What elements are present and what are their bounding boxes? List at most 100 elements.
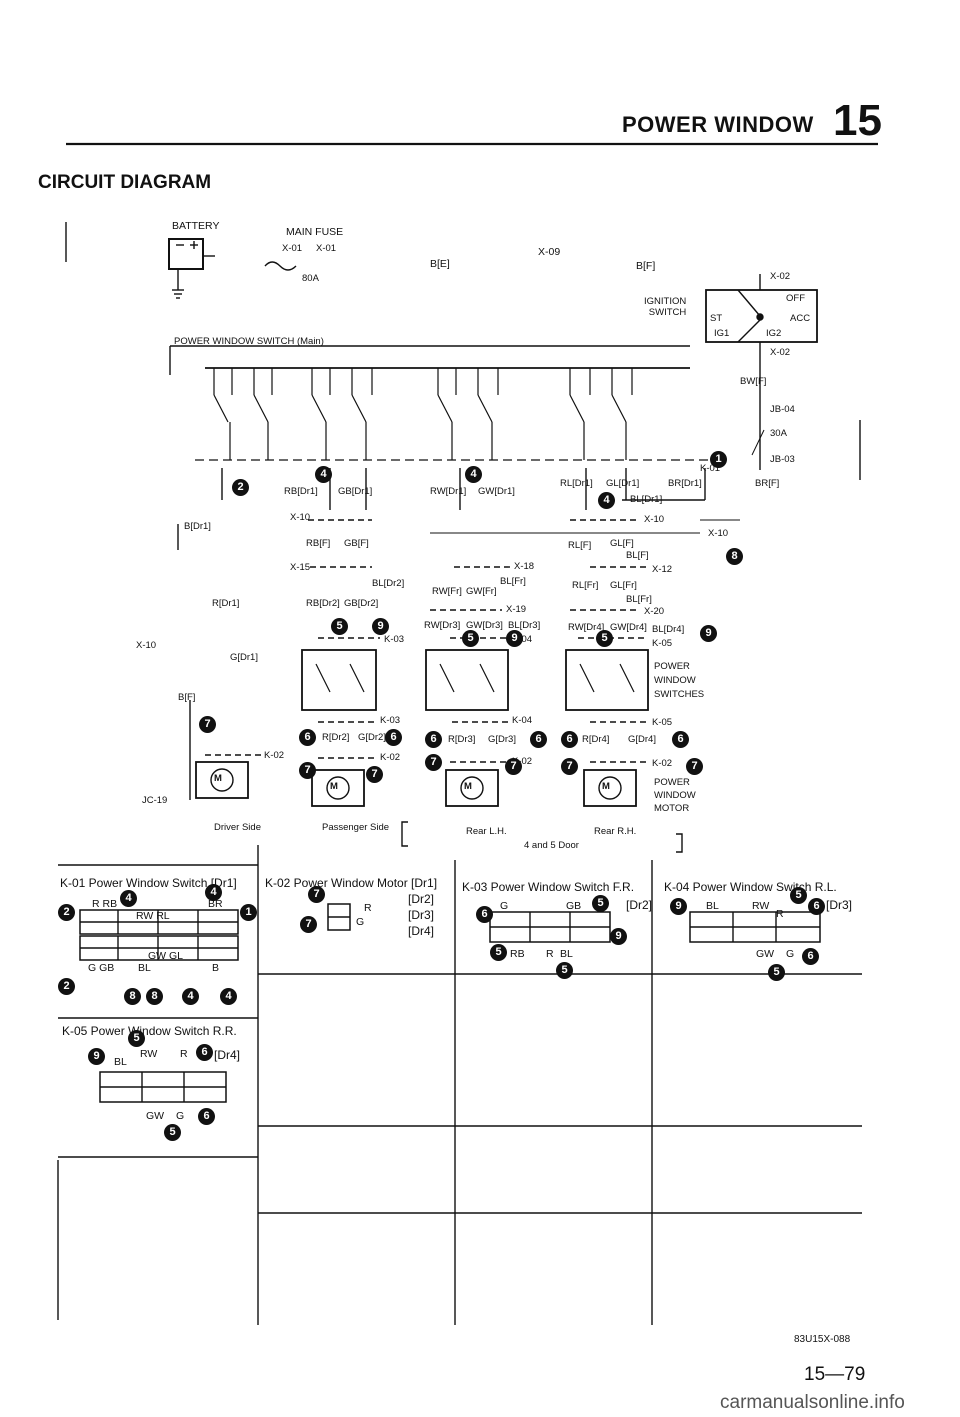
k02-dr4: [Dr4] bbox=[408, 924, 435, 938]
pw-switches-label: POWER WINDOW SWITCHES bbox=[654, 661, 705, 700]
k01-title: K-01 Power Window Switch [Dr1] bbox=[60, 876, 237, 890]
four-five-door-label: 4 and 5 Door bbox=[524, 840, 579, 851]
k03-pin-rb: RB bbox=[510, 948, 525, 960]
wire-gl-dr1-label: GL[Dr1] bbox=[606, 478, 640, 489]
k01-pins-bot: G GB bbox=[88, 962, 115, 974]
k01-pin-b: B bbox=[212, 962, 220, 974]
circle-marker: 5 bbox=[164, 1124, 181, 1141]
motor-m-passenger: M bbox=[330, 781, 338, 792]
circle-marker: 7 bbox=[308, 886, 325, 903]
circle-marker: 6 bbox=[299, 729, 316, 746]
wire-r-dr3-label: R[Dr3] bbox=[448, 734, 476, 745]
k02-title: K-02 Power Window Motor [Dr1] bbox=[265, 876, 438, 890]
k02-label-b: K-02 bbox=[380, 752, 401, 763]
figure-code: 83U15X-088 bbox=[794, 1334, 851, 1345]
circle-marker: 6 bbox=[198, 1108, 215, 1125]
k03-label: K-03 bbox=[380, 715, 401, 726]
circle-marker: 7 bbox=[199, 716, 216, 733]
k02-dr2: [Dr2] bbox=[408, 892, 435, 906]
k05-top-label: K-05 bbox=[652, 638, 673, 649]
circle-marker: 7 bbox=[300, 916, 317, 933]
k05-pin-g: G bbox=[176, 1110, 185, 1122]
wire-rb-dr2-label: RB[Dr2] bbox=[306, 598, 340, 609]
passenger-side-label: Passenger Side bbox=[322, 822, 390, 833]
k03-pin-g: G bbox=[500, 900, 509, 912]
k02-label-c: K-02 bbox=[512, 756, 533, 767]
wire-bl-f-label: BL[F] bbox=[626, 550, 649, 561]
k02-label-d: K-02 bbox=[652, 758, 673, 769]
wire-bw-f-label: BW[F] bbox=[740, 376, 767, 387]
k01-pins-top: R RB bbox=[92, 898, 118, 910]
k02-pin-g: G bbox=[356, 916, 365, 928]
k02-label-a: K-02 bbox=[264, 750, 285, 761]
circle-marker: 4 bbox=[120, 890, 137, 907]
circle-marker: 4 bbox=[220, 988, 237, 1005]
circle-marker: 9 bbox=[670, 898, 687, 915]
k02-dr3: [Dr3] bbox=[408, 908, 435, 922]
wire-rl-dr1-label: RL[Dr1] bbox=[560, 478, 593, 489]
circle-marker: 2 bbox=[58, 904, 75, 921]
circle-marker: 6 bbox=[561, 731, 578, 748]
circle-marker: 6 bbox=[196, 1044, 213, 1061]
header-title: POWER WINDOW bbox=[622, 112, 814, 137]
wire-gw-dr4-label: GW[Dr4] bbox=[610, 622, 647, 633]
circle-marker: 5 bbox=[128, 1030, 145, 1047]
wire-g-dr4-label: G[Dr4] bbox=[628, 734, 656, 745]
circle-marker: 4 bbox=[598, 492, 615, 509]
wire-bl-dr1-label: BL[Dr1] bbox=[630, 494, 663, 505]
wire-rw-dr3-label: RW[Dr3] bbox=[424, 620, 461, 631]
wire-rw-dr4-label: RW[Dr4] bbox=[568, 622, 605, 633]
circle-marker: 5 bbox=[556, 962, 573, 979]
k05-label: K-05 bbox=[652, 717, 673, 728]
wire-br-f-label: BR[F] bbox=[755, 478, 780, 489]
page-number: 15—79 bbox=[804, 1364, 866, 1385]
k04-pin-rw: RW bbox=[752, 900, 770, 912]
k01-pins-bot3: BL bbox=[138, 962, 151, 974]
circle-marker: 7 bbox=[561, 758, 578, 775]
circle-marker: 7 bbox=[686, 758, 703, 775]
x02-bottom-label: X-02 bbox=[770, 347, 791, 358]
x18-label: X-18 bbox=[514, 561, 535, 572]
circle-marker: 1 bbox=[710, 451, 727, 468]
wire-gw-dr3-label: GW[Dr3] bbox=[466, 620, 503, 631]
circle-marker: 9 bbox=[700, 625, 717, 642]
circle-marker: 6 bbox=[530, 731, 547, 748]
k01-pins-top2: RW RL bbox=[136, 910, 170, 922]
wire-g-dr1-label: G[Dr1] bbox=[230, 652, 258, 663]
ignition-st-label: ST bbox=[710, 313, 723, 324]
x10-label-b: X-10 bbox=[644, 514, 665, 525]
k05-pin-bl: BL bbox=[114, 1056, 127, 1068]
circle-marker: 7 bbox=[505, 758, 522, 775]
wire-r-dr1-label: R[Dr1] bbox=[212, 598, 240, 609]
motor-m-rear-lh: M bbox=[464, 781, 472, 792]
chapter-number: 15 bbox=[833, 96, 882, 145]
watermark: carmanualsonline.info bbox=[720, 1392, 905, 1413]
circle-marker: 1 bbox=[240, 904, 257, 921]
wire-b-dr1-label: B[Dr1] bbox=[184, 521, 211, 532]
motor-m-driver: M bbox=[214, 773, 222, 784]
circle-marker: 8 bbox=[124, 988, 141, 1005]
circle-marker: 6 bbox=[802, 948, 819, 965]
k05-pin-gw: GW bbox=[146, 1110, 165, 1122]
circle-marker: 5 bbox=[331, 618, 348, 635]
jb04-label: JB-04 bbox=[770, 404, 795, 415]
wire-r-dr2-label: R[Dr2] bbox=[322, 732, 350, 743]
x15-label: X-15 bbox=[290, 562, 311, 573]
wire-bl-dr2-label: BL[Dr2] bbox=[372, 578, 405, 589]
circle-marker: 5 bbox=[490, 944, 507, 961]
wire-gb-f-label: GB[F] bbox=[344, 538, 369, 549]
x10-left-label: X-10 bbox=[136, 640, 157, 651]
wire-gl-f-label: GL[F] bbox=[610, 538, 634, 549]
main-fuse-label: MAIN FUSE bbox=[286, 226, 344, 238]
k04-pin-gw: GW bbox=[756, 948, 775, 960]
circle-marker: 9 bbox=[506, 630, 523, 647]
k04-pin-g: G bbox=[786, 948, 795, 960]
circle-marker: 9 bbox=[88, 1048, 105, 1065]
circle-marker: 7 bbox=[299, 762, 316, 779]
motor-m-rear-rh: M bbox=[602, 781, 610, 792]
fuse-30a-label: 30A bbox=[770, 428, 787, 439]
k03-pin-r: R bbox=[546, 948, 554, 960]
k04-pin-r: R bbox=[776, 908, 784, 920]
x19-label: X-19 bbox=[506, 604, 527, 615]
wire-b-e-label: B[E] bbox=[430, 258, 450, 270]
